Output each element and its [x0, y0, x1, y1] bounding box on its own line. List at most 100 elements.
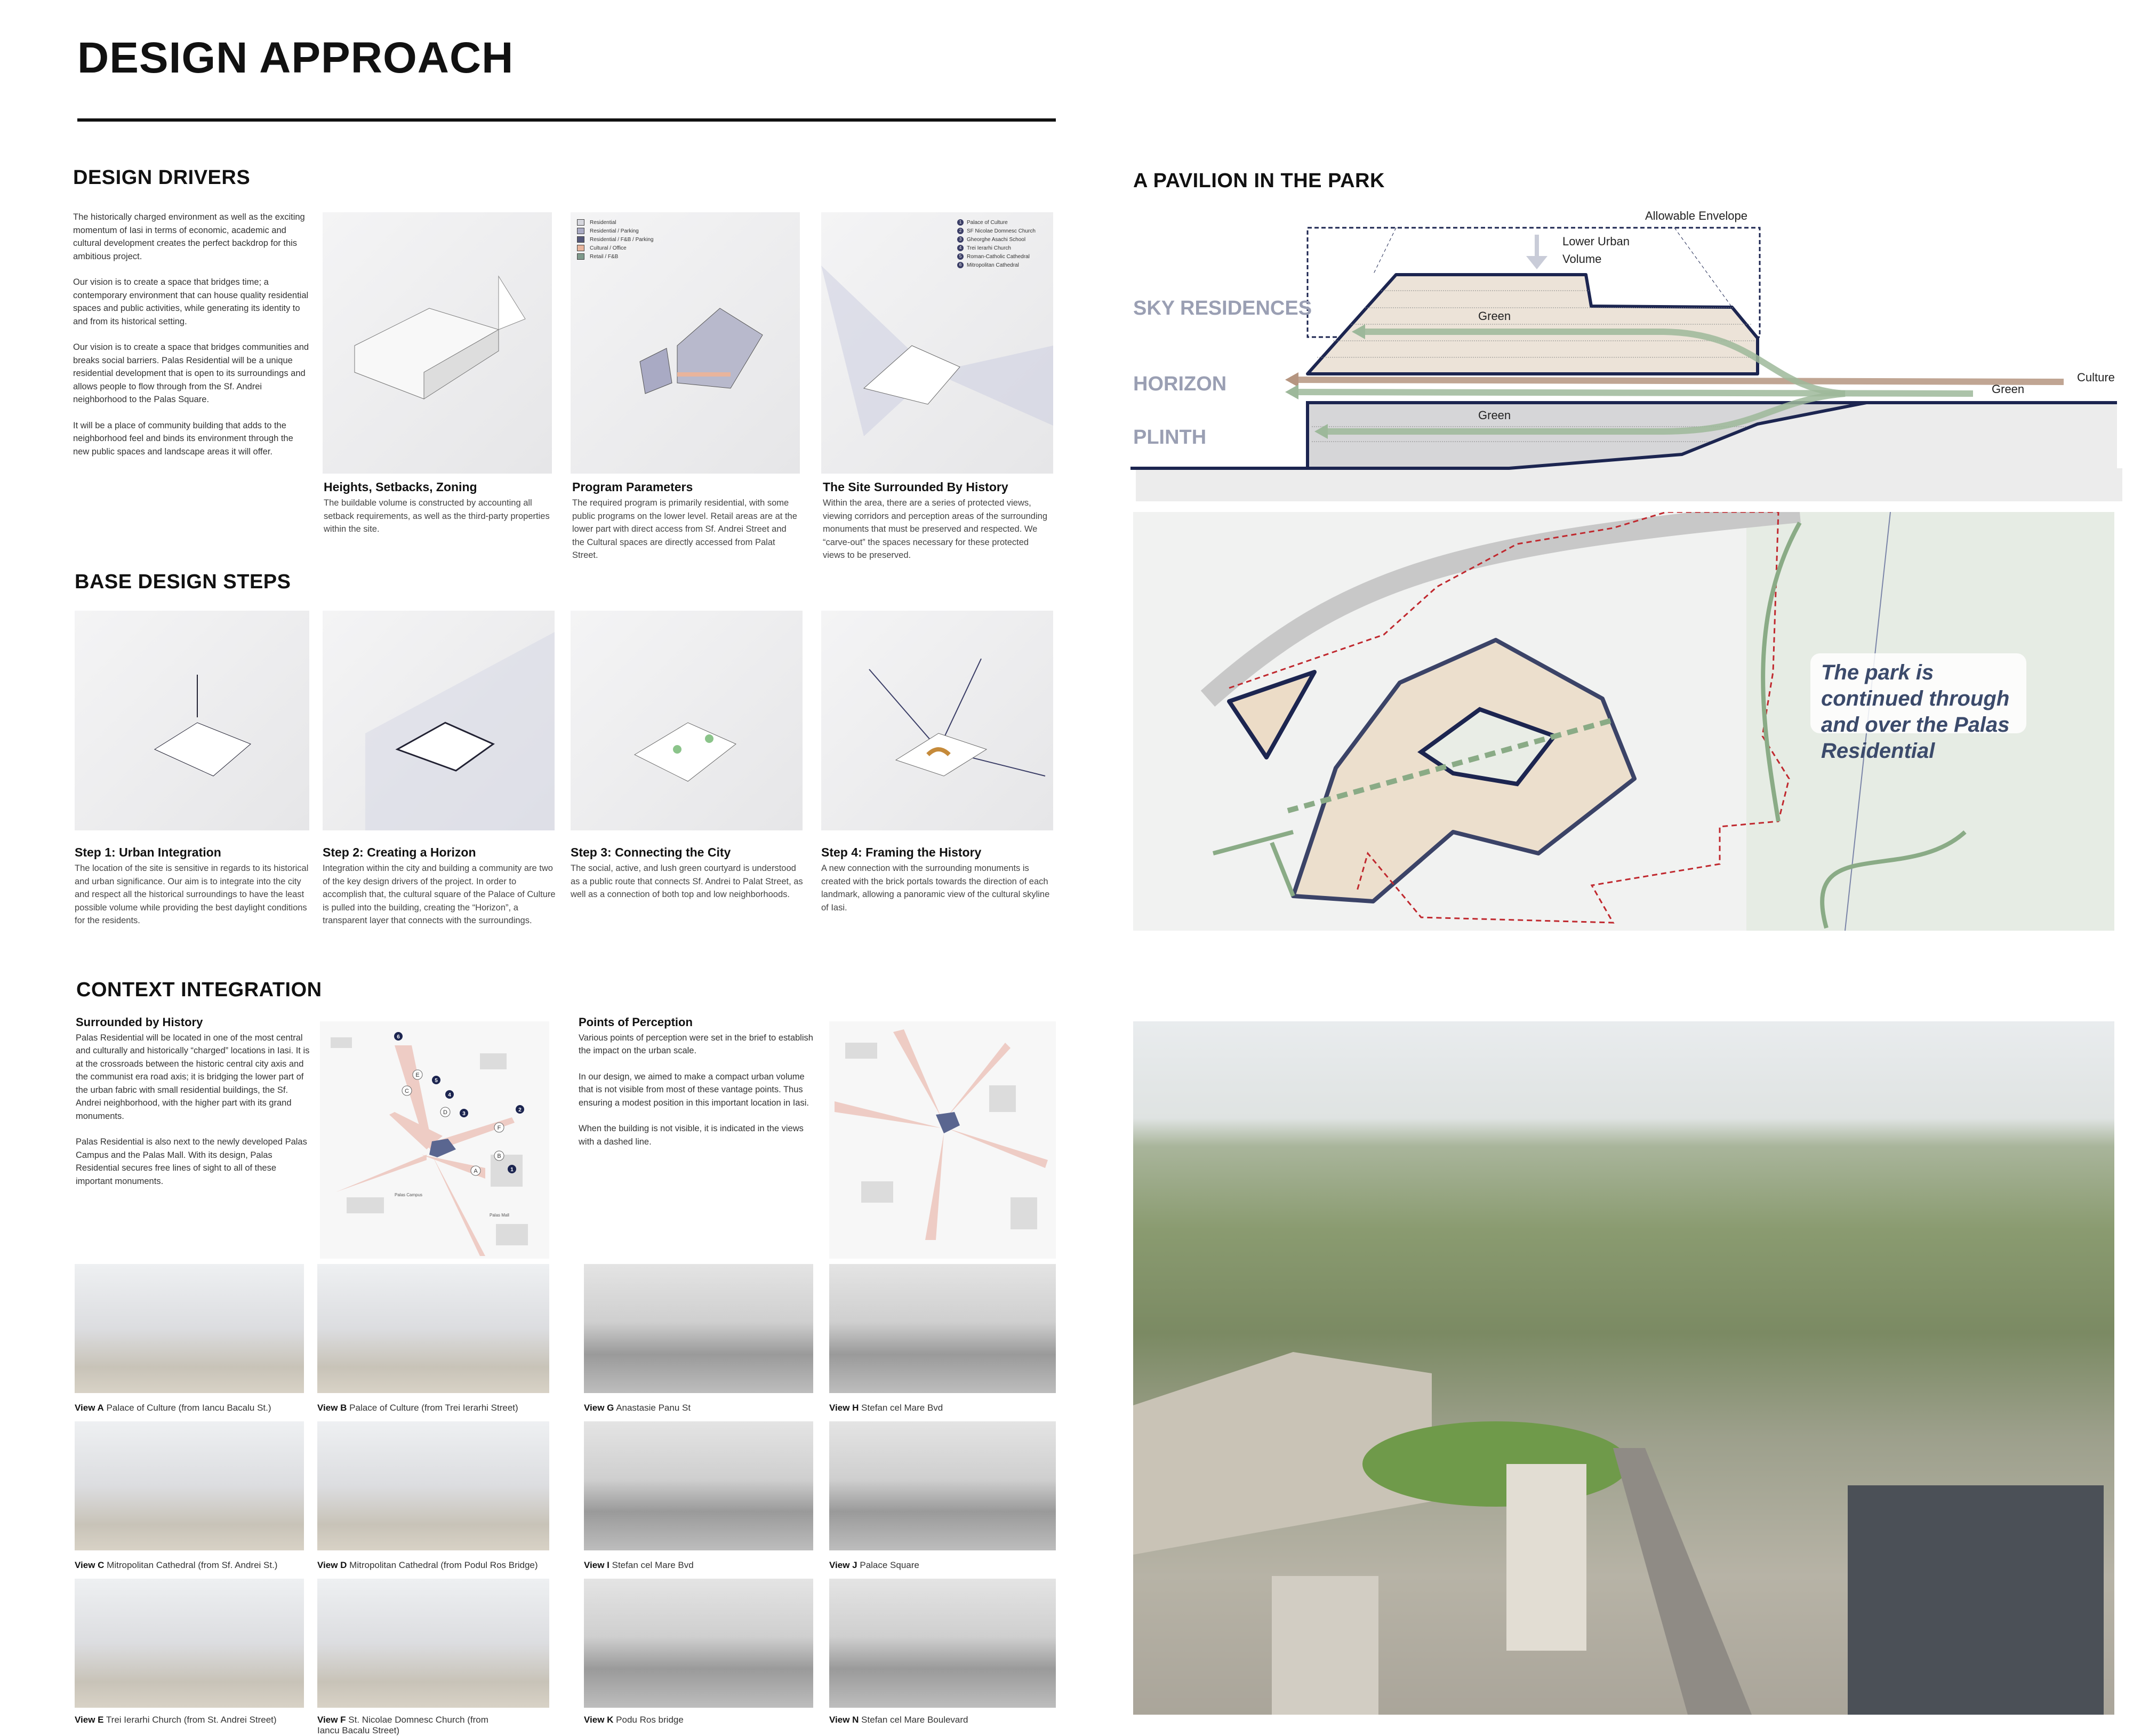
legend-item: Residential / Parking: [577, 227, 654, 236]
legend-item: Residential / F&B / Parking: [577, 236, 654, 244]
view-marker: E: [415, 1072, 419, 1078]
legend-label: Mitropolitan Cathedral: [967, 262, 1019, 268]
legend-label: Residential / F&B / Parking: [590, 237, 654, 243]
level-label-horizon: HORIZON: [1133, 373, 1226, 395]
view-c-image: [75, 1421, 304, 1550]
legend-swatch: [577, 228, 584, 235]
context-integration-heading: CONTEXT INTEGRATION: [76, 979, 322, 1001]
view-id: View A: [75, 1403, 104, 1413]
green-horizon-label: Green: [1992, 382, 2024, 396]
legend-label: Gheorghe Asachi School: [967, 237, 1026, 243]
view-id: View J: [829, 1560, 857, 1570]
panel-text: The buildable volume is constructed by a…: [324, 498, 550, 534]
legend-label: Residential: [590, 220, 616, 226]
legend-label: Retail / F&B: [590, 254, 619, 260]
step-text: A new connection with the surrounding mo…: [821, 863, 1050, 913]
level-label-sky: SKY RESIDENCES: [1133, 297, 1312, 319]
drivers-paragraph: The historically charged environment as …: [73, 212, 305, 261]
panel-title: Program Parameters: [572, 480, 693, 494]
monument-marker: 1: [510, 1167, 514, 1173]
view-desc: St. Nicolae Domnesc Church (from Iancu B…: [317, 1715, 488, 1735]
monument-number: 1: [957, 219, 964, 226]
green-plinth-label: Green: [1478, 409, 1511, 422]
step-text: Integration within the city and building…: [323, 863, 556, 925]
panel-caption: Heights, Setbacks, Zoning The buildable …: [324, 480, 550, 536]
lower-urban-label: Lower Urban: [1562, 235, 1630, 248]
plinth-green-arrow: [1322, 390, 1846, 435]
drivers-paragraph: It will be a place of community building…: [73, 420, 293, 457]
view-caption: View C Mitropolitan Cathedral (from Sf. …: [75, 1560, 277, 1571]
view-caption: View B Palace of Culture (from Trei Iera…: [317, 1403, 518, 1413]
panel-title: Heights, Setbacks, Zoning: [324, 480, 477, 494]
view-caption: View E Trei Ierarhi Church (from St. And…: [75, 1715, 277, 1725]
perception-paragraph: When the building is not visible, it is …: [579, 1124, 804, 1147]
monument-number: 6: [957, 262, 964, 269]
step-title: Step 3: Connecting the City: [571, 845, 731, 859]
view-desc: Podu Ros bridge: [616, 1715, 684, 1725]
aerial-photo: [1133, 1021, 2114, 1715]
view-b-image: [317, 1264, 549, 1393]
points-of-perception: Points of Perception Various points of p…: [579, 1015, 813, 1161]
view-id: View K: [584, 1715, 614, 1725]
green-sky-label: Green: [1478, 309, 1511, 323]
view-caption: View H Stefan cel Mare Bvd: [829, 1403, 943, 1413]
view-caption: View G Anastasie Panu St: [584, 1403, 691, 1413]
step-title: Step 2: Creating a Horizon: [323, 845, 476, 859]
pavilion-heading: A PAVILION IN THE PARK: [1133, 170, 1385, 192]
view-marker: F: [498, 1125, 501, 1131]
legend-item: Residential: [577, 219, 654, 227]
view-id: View G: [584, 1403, 614, 1413]
legend-swatch: [577, 245, 584, 252]
view-id: View F: [317, 1715, 346, 1725]
panel-title: The Site Surrounded By History: [823, 480, 1008, 494]
view-id: View E: [75, 1715, 104, 1725]
view-marker: D: [443, 1109, 447, 1116]
history-paragraph: Palas Residential will be located in one…: [76, 1033, 310, 1121]
view-e-image: [75, 1579, 304, 1708]
step-2-diagram: [323, 611, 555, 830]
view-caption: View K Podu Ros bridge: [584, 1715, 684, 1725]
step-1-diagram: [75, 611, 309, 830]
monument-marker: 4: [448, 1092, 451, 1098]
view-desc: Stefan cel Mare Bvd: [861, 1403, 943, 1413]
heights-setbacks-diagram: [323, 212, 552, 474]
view-d-image: [317, 1421, 549, 1550]
view-n-image: [829, 1579, 1056, 1708]
view-h-image: [829, 1264, 1056, 1393]
view-desc: Palace of Culture (from Iancu Bacalu St.…: [106, 1403, 271, 1413]
monument-marker: 5: [435, 1078, 438, 1084]
legend-item: Retail / F&B: [577, 253, 654, 261]
monument-marker: 3: [462, 1111, 466, 1117]
envelope-label: Allowable Envelope: [1645, 209, 1747, 222]
design-drivers-text: The historically charged environment as …: [73, 211, 310, 471]
legend-swatch: [577, 236, 584, 243]
view-marker: B: [497, 1153, 501, 1159]
view-caption: View F St. Nicolae Domnesc Church (from …: [317, 1715, 493, 1736]
step-text: The social, active, and lush green court…: [571, 863, 803, 899]
legend-label: Roman-Catholic Cathedral: [967, 254, 1030, 260]
step-title: Step 1: Urban Integration: [75, 845, 221, 859]
step-3-diagram: [571, 611, 803, 830]
monument-number: 4: [957, 245, 964, 252]
view-j-image: [829, 1421, 1056, 1550]
monument-number: 3: [957, 236, 964, 243]
legend-label: SF Nicolae Domnesc Church: [967, 228, 1036, 234]
program-parameters-diagram: Residential Residential / Parking Reside…: [571, 212, 800, 474]
monument-marker: 2: [518, 1107, 522, 1113]
view-desc: Palace Square: [860, 1560, 919, 1570]
design-drivers-heading: DESIGN DRIVERS: [73, 166, 251, 189]
monument-number: 5: [957, 253, 964, 260]
legend-label: Cultural / Office: [590, 245, 627, 251]
legend-swatch: [577, 253, 584, 260]
